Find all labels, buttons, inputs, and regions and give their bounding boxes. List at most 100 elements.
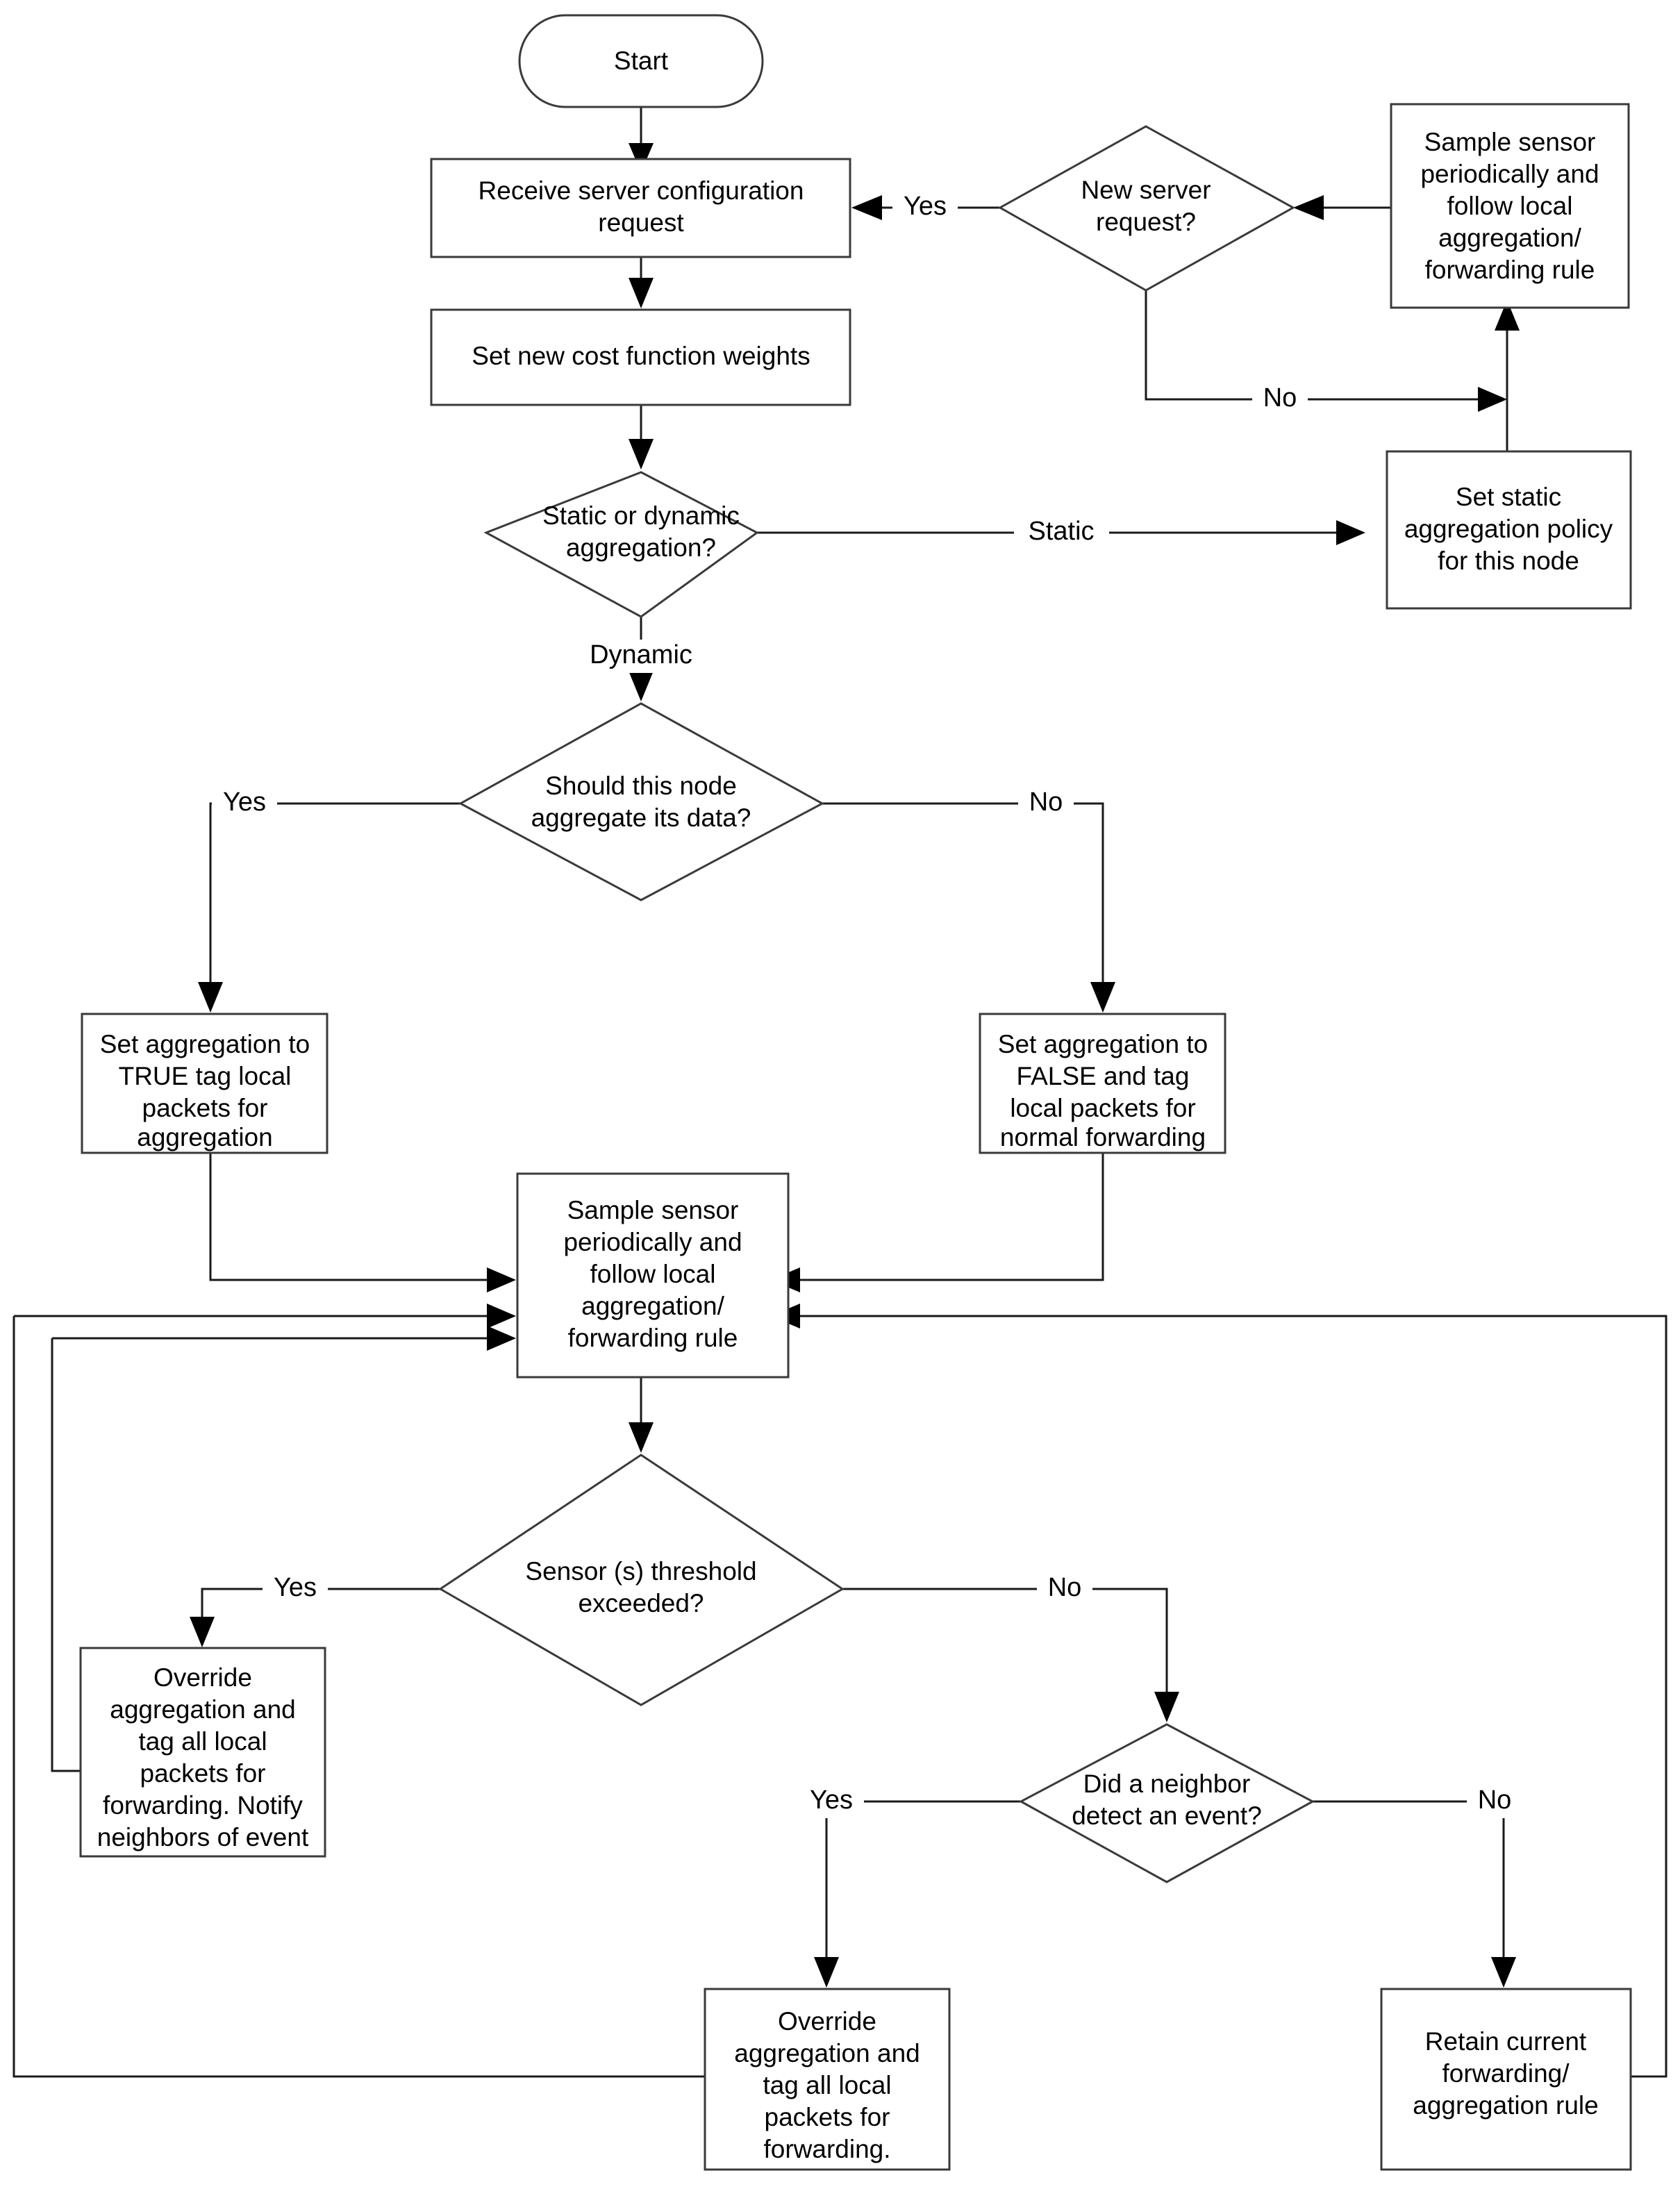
- sample-sensor-top-line-3: follow local: [1447, 192, 1573, 220]
- edge-aggtrue-to-samplemain: [209, 1153, 499, 1281]
- label-bg-newserver-no: [1252, 383, 1308, 416]
- sample-sensor-top-line-4: aggregation/: [1438, 224, 1581, 252]
- edge-label-dynamic: Dynamic: [590, 640, 692, 669]
- edge-right-loop: [788, 1315, 1667, 2078]
- edge-newserver-no: [1145, 290, 1491, 401]
- label-bg-newserver-yes: [892, 191, 958, 224]
- threshold-exceeded-line-1: Sensor (s) threshold: [525, 1557, 756, 1585]
- edge-label-threshold-yes: Yes: [274, 1573, 317, 1602]
- receive-request-shape: [430, 158, 851, 258]
- arrowhead-should-yes: [198, 982, 223, 1013]
- set-weights-line-1: Set new cost function weights: [472, 342, 810, 370]
- node-static-or-dynamic[interactable]: Static or dynamic aggregation?: [483, 471, 759, 618]
- sample-sensor-main-line-5: forwarding rule: [568, 1324, 738, 1352]
- label-bg-should-no: [1018, 787, 1074, 820]
- override-forward-line-5: forwarding.: [763, 2135, 890, 2163]
- neighbor-event-shape: [1018, 1723, 1315, 1883]
- edge-label-static: Static: [1028, 517, 1094, 546]
- set-static-policy-shape: [1386, 450, 1632, 610]
- retain-current-line-2: forwarding/: [1442, 2059, 1570, 2088]
- set-agg-true-line-4: aggregation: [137, 1123, 272, 1151]
- override-notify-line-3: tag all local: [138, 1727, 267, 1756]
- override-notify-line-5: forwarding. Notify: [103, 1791, 303, 1820]
- override-notify-line-6: neighbors of event: [97, 1823, 309, 1851]
- arrowhead-static-branch: [1336, 520, 1365, 545]
- edge-should-no: [822, 802, 1104, 994]
- edge-should-yes: [209, 802, 460, 994]
- node-threshold-exceeded[interactable]: Sensor (s) threshold exceeded?: [438, 1454, 845, 1706]
- node-new-server-request[interactable]: New server request?: [997, 125, 1296, 292]
- sample-sensor-main-line-3: follow local: [590, 1260, 716, 1288]
- neighbor-event-line-2: detect an event?: [1072, 1801, 1262, 1830]
- static-or-dynamic-line-1: Static or dynamic: [542, 501, 740, 530]
- node-set-weights[interactable]: Set new cost function weights: [430, 308, 851, 406]
- label-bg-should-yes: [212, 787, 277, 820]
- node-retain-current[interactable]: Retain current forwarding/ aggregation r…: [1380, 1988, 1632, 2171]
- override-forward-line-1: Override: [778, 2007, 876, 2036]
- node-receive-request[interactable]: Receive server configuration request: [430, 158, 851, 258]
- start-label: Start: [614, 47, 669, 75]
- node-sample-sensor-top[interactable]: Sample sensor periodically and follow lo…: [1390, 103, 1630, 309]
- arrowhead-sampletop-to-newserver: [1293, 195, 1324, 220]
- node-should-aggregate[interactable]: Should this node aggregate its data?: [458, 702, 825, 901]
- sample-sensor-main-shape: [516, 1172, 790, 1379]
- connectors: [13, 106, 1667, 2078]
- edge-label-neighbor-yes: Yes: [810, 1786, 853, 1815]
- static-or-dynamic-shape: [483, 471, 759, 618]
- label-bg-threshold-no: [1037, 1572, 1092, 1606]
- arrowhead-aggtrue-to-samplemain: [487, 1267, 516, 1292]
- node-neighbor-event[interactable]: Did a neighbor detect an event?: [1018, 1723, 1315, 1883]
- should-aggregate-line-2: aggregate its data?: [531, 804, 751, 832]
- arrowhead-outer-loop-into-sample: [487, 1304, 516, 1329]
- retain-current-line-1: Retain current: [1425, 2027, 1587, 2056]
- edge-aggfalse-to-samplemain: [788, 1153, 1104, 1281]
- retain-current-line-3: aggregation rule: [1413, 2091, 1598, 2120]
- set-agg-true-line-1: Set aggregation to: [100, 1030, 310, 1058]
- threshold-exceeded-shape: [438, 1454, 845, 1706]
- arrowhead-staticpolicy-to-sample-top: [1495, 300, 1520, 331]
- edge-outer-loop-left: [13, 1316, 826, 2078]
- retain-current-shape: [1380, 1988, 1632, 2171]
- set-agg-false-shape: [979, 1013, 1226, 1154]
- arrowhead-samplemain-to-threshold: [629, 1422, 654, 1453]
- override-notify-shape: [79, 1647, 326, 1858]
- arrowhead-start-to-receive: [629, 143, 654, 172]
- node-override-forward[interactable]: Override aggregation and tag all local p…: [704, 1988, 951, 2171]
- new-server-request-line-2: request?: [1096, 208, 1196, 236]
- arrowhead-newserver-no: [1478, 387, 1507, 412]
- label-bg-neighbor-no: [1467, 1785, 1522, 1818]
- sample-sensor-top-shape: [1390, 103, 1630, 309]
- node-set-agg-false[interactable]: Set aggregation to FALSE and tag local p…: [979, 1013, 1226, 1154]
- static-or-dynamic-line-2: aggregation?: [566, 533, 716, 562]
- arrowhead-neighbor-no: [1491, 1957, 1516, 1988]
- edge-label-should-no: No: [1029, 788, 1063, 817]
- threshold-exceeded-line-2: exceeded?: [578, 1589, 704, 1617]
- node-sample-sensor-main[interactable]: Sample sensor periodically and follow lo…: [516, 1172, 790, 1379]
- arrowhead-receive-to-weights: [629, 278, 654, 308]
- edge-label-new-server-no: No: [1263, 383, 1297, 413]
- node-set-agg-true[interactable]: Set aggregation to TRUE tag local packet…: [81, 1013, 328, 1154]
- arrowhead-dynamic-branch: [629, 671, 654, 701]
- edge-label-new-server-yes: Yes: [904, 192, 947, 221]
- arrowhead-threshold-no: [1154, 1692, 1179, 1722]
- override-forward-line-2: aggregation and: [734, 2039, 920, 2067]
- arrowhead-inner-loop-into-sample: [487, 1326, 516, 1351]
- label-bg-threshold-yes: [263, 1572, 328, 1606]
- edge-label-neighbor-no: No: [1478, 1786, 1512, 1815]
- node-override-notify[interactable]: Override aggregation and tag all local p…: [79, 1647, 326, 1858]
- set-static-policy-line-1: Set static: [1456, 483, 1561, 511]
- edge-threshold-no: [842, 1588, 1168, 1703]
- override-notify-line-4: packets for: [140, 1759, 266, 1788]
- edge-label-should-yes: Yes: [223, 788, 266, 817]
- label-bg-static: [1014, 516, 1109, 549]
- arrowhead-newserver-yes: [851, 195, 882, 220]
- node-start[interactable]: Start: [518, 14, 764, 108]
- node-set-static-policy[interactable]: Set static aggregation policy for this n…: [1386, 450, 1632, 610]
- start-shape: [518, 14, 764, 108]
- arrowhead-neighbor-yes: [814, 1957, 839, 1988]
- edge-labels: Yes No Static Dynamic Yes No Yes No Yes …: [212, 191, 1522, 1818]
- override-forward-line-4: packets for: [765, 2103, 890, 2131]
- edge-neighbor-no: [1313, 1800, 1505, 1969]
